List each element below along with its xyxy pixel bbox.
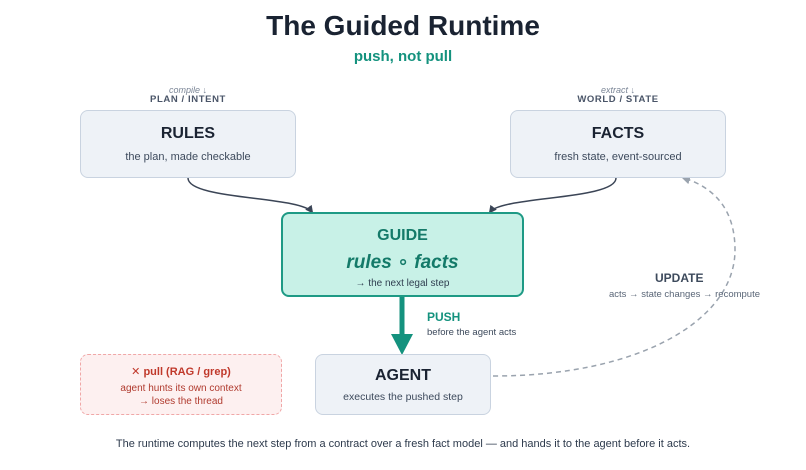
facts-title: FACTS: [591, 125, 645, 142]
guide-box: GUIDE rules ∘ facts → the next legal ste…: [281, 212, 524, 297]
pull-line-2: → loses the thread: [139, 396, 223, 407]
rules-subtitle: the plan, made checkable: [125, 151, 251, 163]
guide-title: GUIDE: [377, 227, 428, 244]
guide-subtitle: → the next legal step: [355, 278, 450, 289]
rules-title: RULES: [160, 125, 216, 142]
page-title: The Guided Runtime: [266, 10, 540, 41]
facts-caption: WORLD / STATE: [577, 94, 659, 105]
page-subtitle: push, not pull: [353, 48, 453, 65]
update-feedback-wire: [492, 175, 736, 377]
push-label: PUSH: [427, 310, 461, 324]
rules-caption: PLAN / INTENT: [150, 94, 226, 105]
rules-to-guide-wire: [187, 177, 314, 214]
push-subtitle: before the agent acts: [427, 327, 517, 338]
pull-line-1: agent hunts its own context: [120, 383, 242, 394]
rules-hint: compile ↓: [168, 85, 207, 95]
push-arrow-head: [391, 334, 413, 355]
update-label: UPDATE: [655, 271, 704, 285]
agent-title: AGENT: [375, 367, 431, 384]
rules-box: RULES the plan, made checkable: [80, 110, 296, 178]
update-subtitle: acts → state changes → recompute: [609, 289, 761, 300]
facts-hint: extract ↓: [600, 85, 635, 95]
agent-box: AGENT executes the pushed step: [315, 354, 491, 415]
footer-caption: The runtime computes the next step from …: [115, 438, 691, 450]
pull-title: ✕ pull (RAG / grep): [131, 366, 231, 378]
guide-formula: rules ∘ facts: [346, 252, 459, 273]
facts-box: FACTS fresh state, event-sourced: [510, 110, 726, 178]
agent-subtitle: executes the pushed step: [343, 391, 463, 403]
facts-to-guide-wire: [488, 177, 617, 214]
pull-antipattern-box: ✕ pull (RAG / grep) agent hunts its own …: [80, 354, 282, 415]
facts-subtitle: fresh state, event-sourced: [554, 151, 682, 163]
